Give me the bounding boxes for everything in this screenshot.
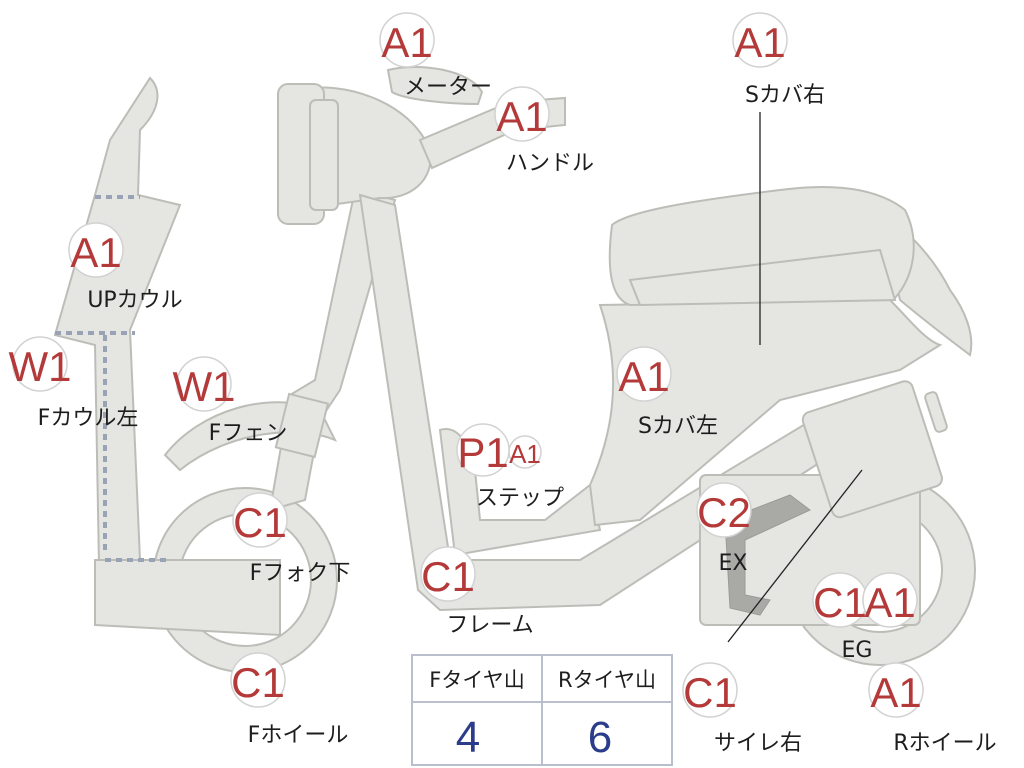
label-side-cover-left: Sカバ左 bbox=[638, 414, 718, 439]
svg-text:A1: A1 bbox=[734, 19, 785, 66]
svg-text:A1: A1 bbox=[509, 439, 541, 469]
grade-badge-meter: A1 bbox=[379, 12, 435, 68]
grade-badge-step-primary: P1 bbox=[456, 423, 510, 477]
front-cowl-shape bbox=[53, 76, 182, 622]
label-rear-wheel: Rホイール bbox=[893, 731, 996, 756]
grade-badge-rear-wheel: A1 bbox=[868, 662, 924, 718]
grade-badge-engine-secondary: A1 bbox=[862, 572, 918, 628]
svg-text:C1: C1 bbox=[233, 499, 287, 546]
label-step: ステップ bbox=[476, 486, 564, 511]
label-muffler-right: サイレ右 bbox=[714, 731, 802, 756]
tire-table: Fタイヤ山 Rタイヤ山 4 6 bbox=[411, 654, 673, 766]
grade-badge-exhaust: C2 bbox=[696, 482, 752, 538]
grade-badge-frame: C1 bbox=[420, 546, 476, 602]
grade-badge-front-fork-lower: C1 bbox=[232, 492, 288, 548]
svg-text:C1: C1 bbox=[813, 579, 867, 626]
label-front-fender: Fフェン bbox=[209, 421, 288, 446]
label-side-cover-right: Sカバ右 bbox=[745, 83, 825, 108]
svg-text:P1: P1 bbox=[457, 429, 508, 476]
svg-text:A1: A1 bbox=[70, 229, 121, 276]
svg-text:A1: A1 bbox=[496, 93, 547, 140]
svg-text:A1: A1 bbox=[618, 353, 669, 400]
svg-text:W1: W1 bbox=[173, 363, 236, 410]
label-exhaust: EX bbox=[719, 551, 748, 576]
label-front-fork-lower: Fフォク下 bbox=[250, 561, 351, 586]
label-upper-cowl: UPカウル bbox=[87, 288, 182, 313]
label-handle: ハンドル bbox=[506, 151, 594, 176]
side-cover-shape bbox=[588, 298, 943, 527]
grade-badge-muffler-right: C1 bbox=[682, 662, 738, 718]
muffler-shape bbox=[801, 380, 943, 519]
label-meter: メーター bbox=[404, 75, 492, 100]
seat-side-shape bbox=[628, 248, 897, 307]
muffler-tip-shape bbox=[924, 391, 948, 433]
svg-text:W1: W1 bbox=[9, 343, 72, 390]
fork-clamp-shape bbox=[274, 392, 330, 459]
front-tire-header: Fタイヤ山 bbox=[429, 668, 524, 692]
rear-tire-value: 6 bbox=[588, 713, 612, 762]
headlight-rim-shape bbox=[309, 99, 339, 211]
meter-shape bbox=[386, 65, 484, 106]
floor-cowl-shape bbox=[94, 559, 281, 637]
label-frame: フレーム bbox=[446, 613, 533, 638]
grade-badge-upper-cowl: A1 bbox=[68, 222, 124, 278]
svg-text:C1: C1 bbox=[683, 669, 737, 716]
svg-text:C2: C2 bbox=[697, 489, 751, 536]
svg-text:C1: C1 bbox=[421, 553, 475, 600]
grade-badge-step-secondary: A1 bbox=[508, 435, 542, 469]
label-front-wheel: Fホイール bbox=[248, 723, 349, 748]
grade-badge-front-fender: W1 bbox=[173, 356, 236, 412]
label-engine: EG bbox=[842, 638, 873, 663]
grade-badge-front-wheel: C1 bbox=[230, 652, 286, 708]
front-tire-value: 4 bbox=[456, 713, 480, 762]
svg-text:A1: A1 bbox=[870, 669, 921, 716]
svg-text:A1: A1 bbox=[864, 579, 915, 626]
svg-text:C1: C1 bbox=[231, 659, 285, 706]
rear-tire-header: Rタイヤ山 bbox=[558, 668, 656, 692]
grade-badge-side-cover-left: A1 bbox=[616, 346, 672, 402]
grade-badge-front-cowl-left: W1 bbox=[9, 336, 72, 392]
svg-text:A1: A1 bbox=[381, 19, 432, 66]
leader-muffler-right bbox=[727, 469, 863, 643]
grade-badge-handle: A1 bbox=[494, 86, 550, 142]
label-front-cowl-left: Fカウル左 bbox=[38, 406, 139, 431]
grade-badge-side-cover-right: A1 bbox=[732, 12, 788, 68]
grade-badge-engine-primary: C1 bbox=[812, 572, 868, 628]
